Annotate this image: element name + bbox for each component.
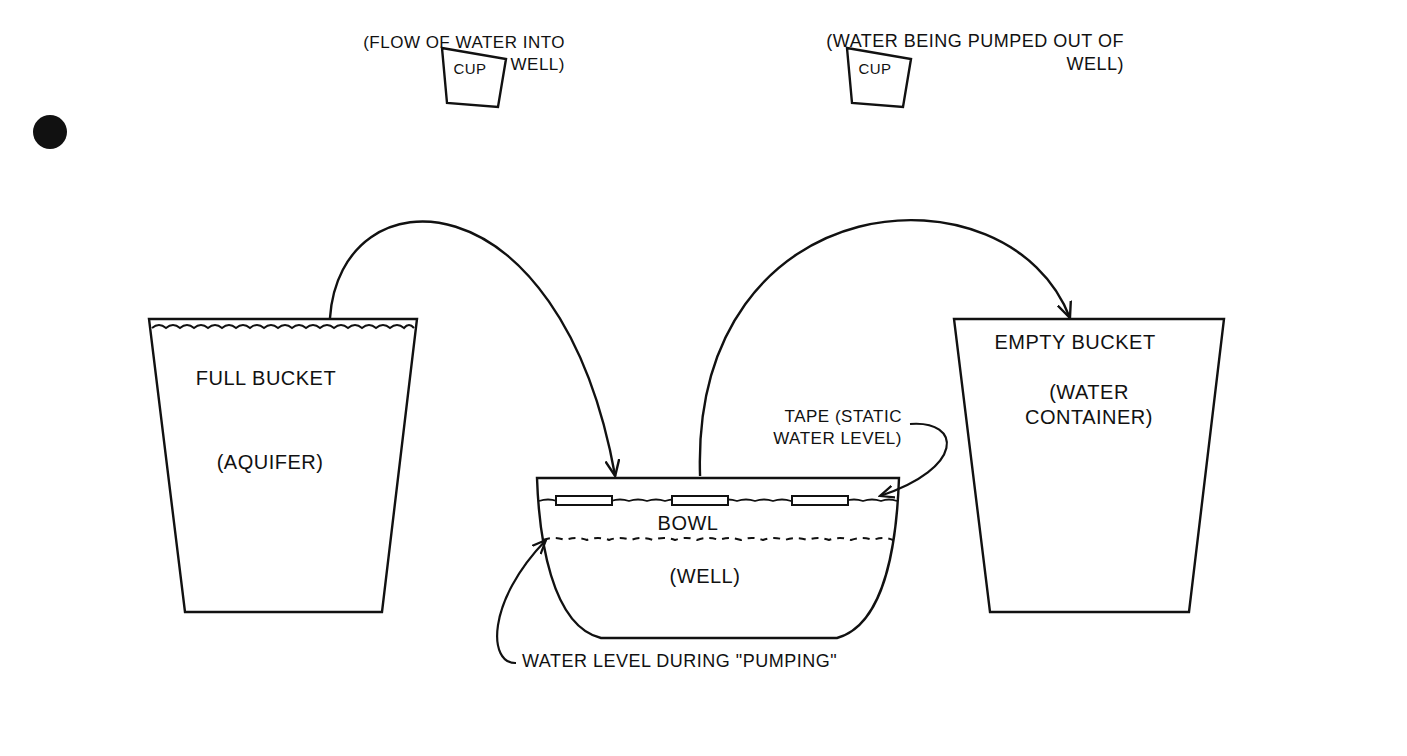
tape-strip xyxy=(556,496,612,505)
flow-arrow xyxy=(330,221,615,476)
annotation: (WATER BEING PUMPED OUT OF WELL) xyxy=(812,30,1124,77)
text-slot: (WELL) xyxy=(670,564,741,589)
shape-title: BOWL xyxy=(658,511,719,536)
cup-label: CUP xyxy=(858,60,891,79)
bowl-well: BOWL (WELL) xyxy=(535,476,901,642)
cup: CUP xyxy=(440,46,510,110)
shape-subtitle: (WATER CONTAINER) xyxy=(1014,380,1164,430)
text-slot: BOWL xyxy=(658,511,719,536)
shape-subtitle: (AQUIFER) xyxy=(217,450,324,475)
shape-subtitle: (WELL) xyxy=(670,564,741,589)
black-dot xyxy=(33,115,67,149)
text-slot: (WATER CONTAINER) xyxy=(1014,380,1164,430)
shape-title: FULL BUCKET xyxy=(196,366,336,391)
bucket-outline xyxy=(954,319,1224,612)
label-slot: TAPE (STATIC WATER LEVEL) xyxy=(720,406,902,450)
text-slot: CUP xyxy=(453,60,486,79)
label-slot: (FLOW OF WATER INTO WELL) xyxy=(343,32,565,76)
cup-shape xyxy=(440,46,510,110)
text-slot: FULL BUCKET xyxy=(196,366,336,391)
cup-shape xyxy=(845,46,915,110)
cup-label: CUP xyxy=(453,60,486,79)
bucket-outline xyxy=(149,319,417,612)
bucket-shape xyxy=(953,318,1225,613)
callout-label: TAPE (STATIC WATER LEVEL) xyxy=(720,406,902,450)
bowl-shape xyxy=(535,476,901,642)
tape-strip xyxy=(792,496,848,505)
bucket: EMPTY BUCKET (WATER CONTAINER) xyxy=(953,318,1225,613)
bucket: FULL BUCKET (AQUIFER) xyxy=(148,318,418,613)
bowl-outline xyxy=(537,478,899,638)
cup-outline xyxy=(442,48,506,107)
annotation: (FLOW OF WATER INTO WELL) xyxy=(343,32,565,76)
shape-title: EMPTY BUCKET xyxy=(994,330,1155,355)
water-surface xyxy=(152,325,414,328)
tape-strip xyxy=(672,496,728,505)
label-slot: (WATER BEING PUMPED OUT OF WELL) xyxy=(812,30,1124,77)
label-slot: WATER LEVEL DURING "PUMPING" xyxy=(522,650,1042,673)
text-slot: CUP xyxy=(858,60,891,79)
text-slot: EMPTY BUCKET xyxy=(994,330,1155,355)
cup: CUP xyxy=(845,46,915,110)
callout-label: WATER LEVEL DURING "PUMPING" xyxy=(522,650,1042,673)
cup-outline xyxy=(847,48,911,107)
pumping-water-level xyxy=(543,538,893,540)
text-slot: (AQUIFER) xyxy=(217,450,324,475)
leader-line xyxy=(497,540,546,663)
